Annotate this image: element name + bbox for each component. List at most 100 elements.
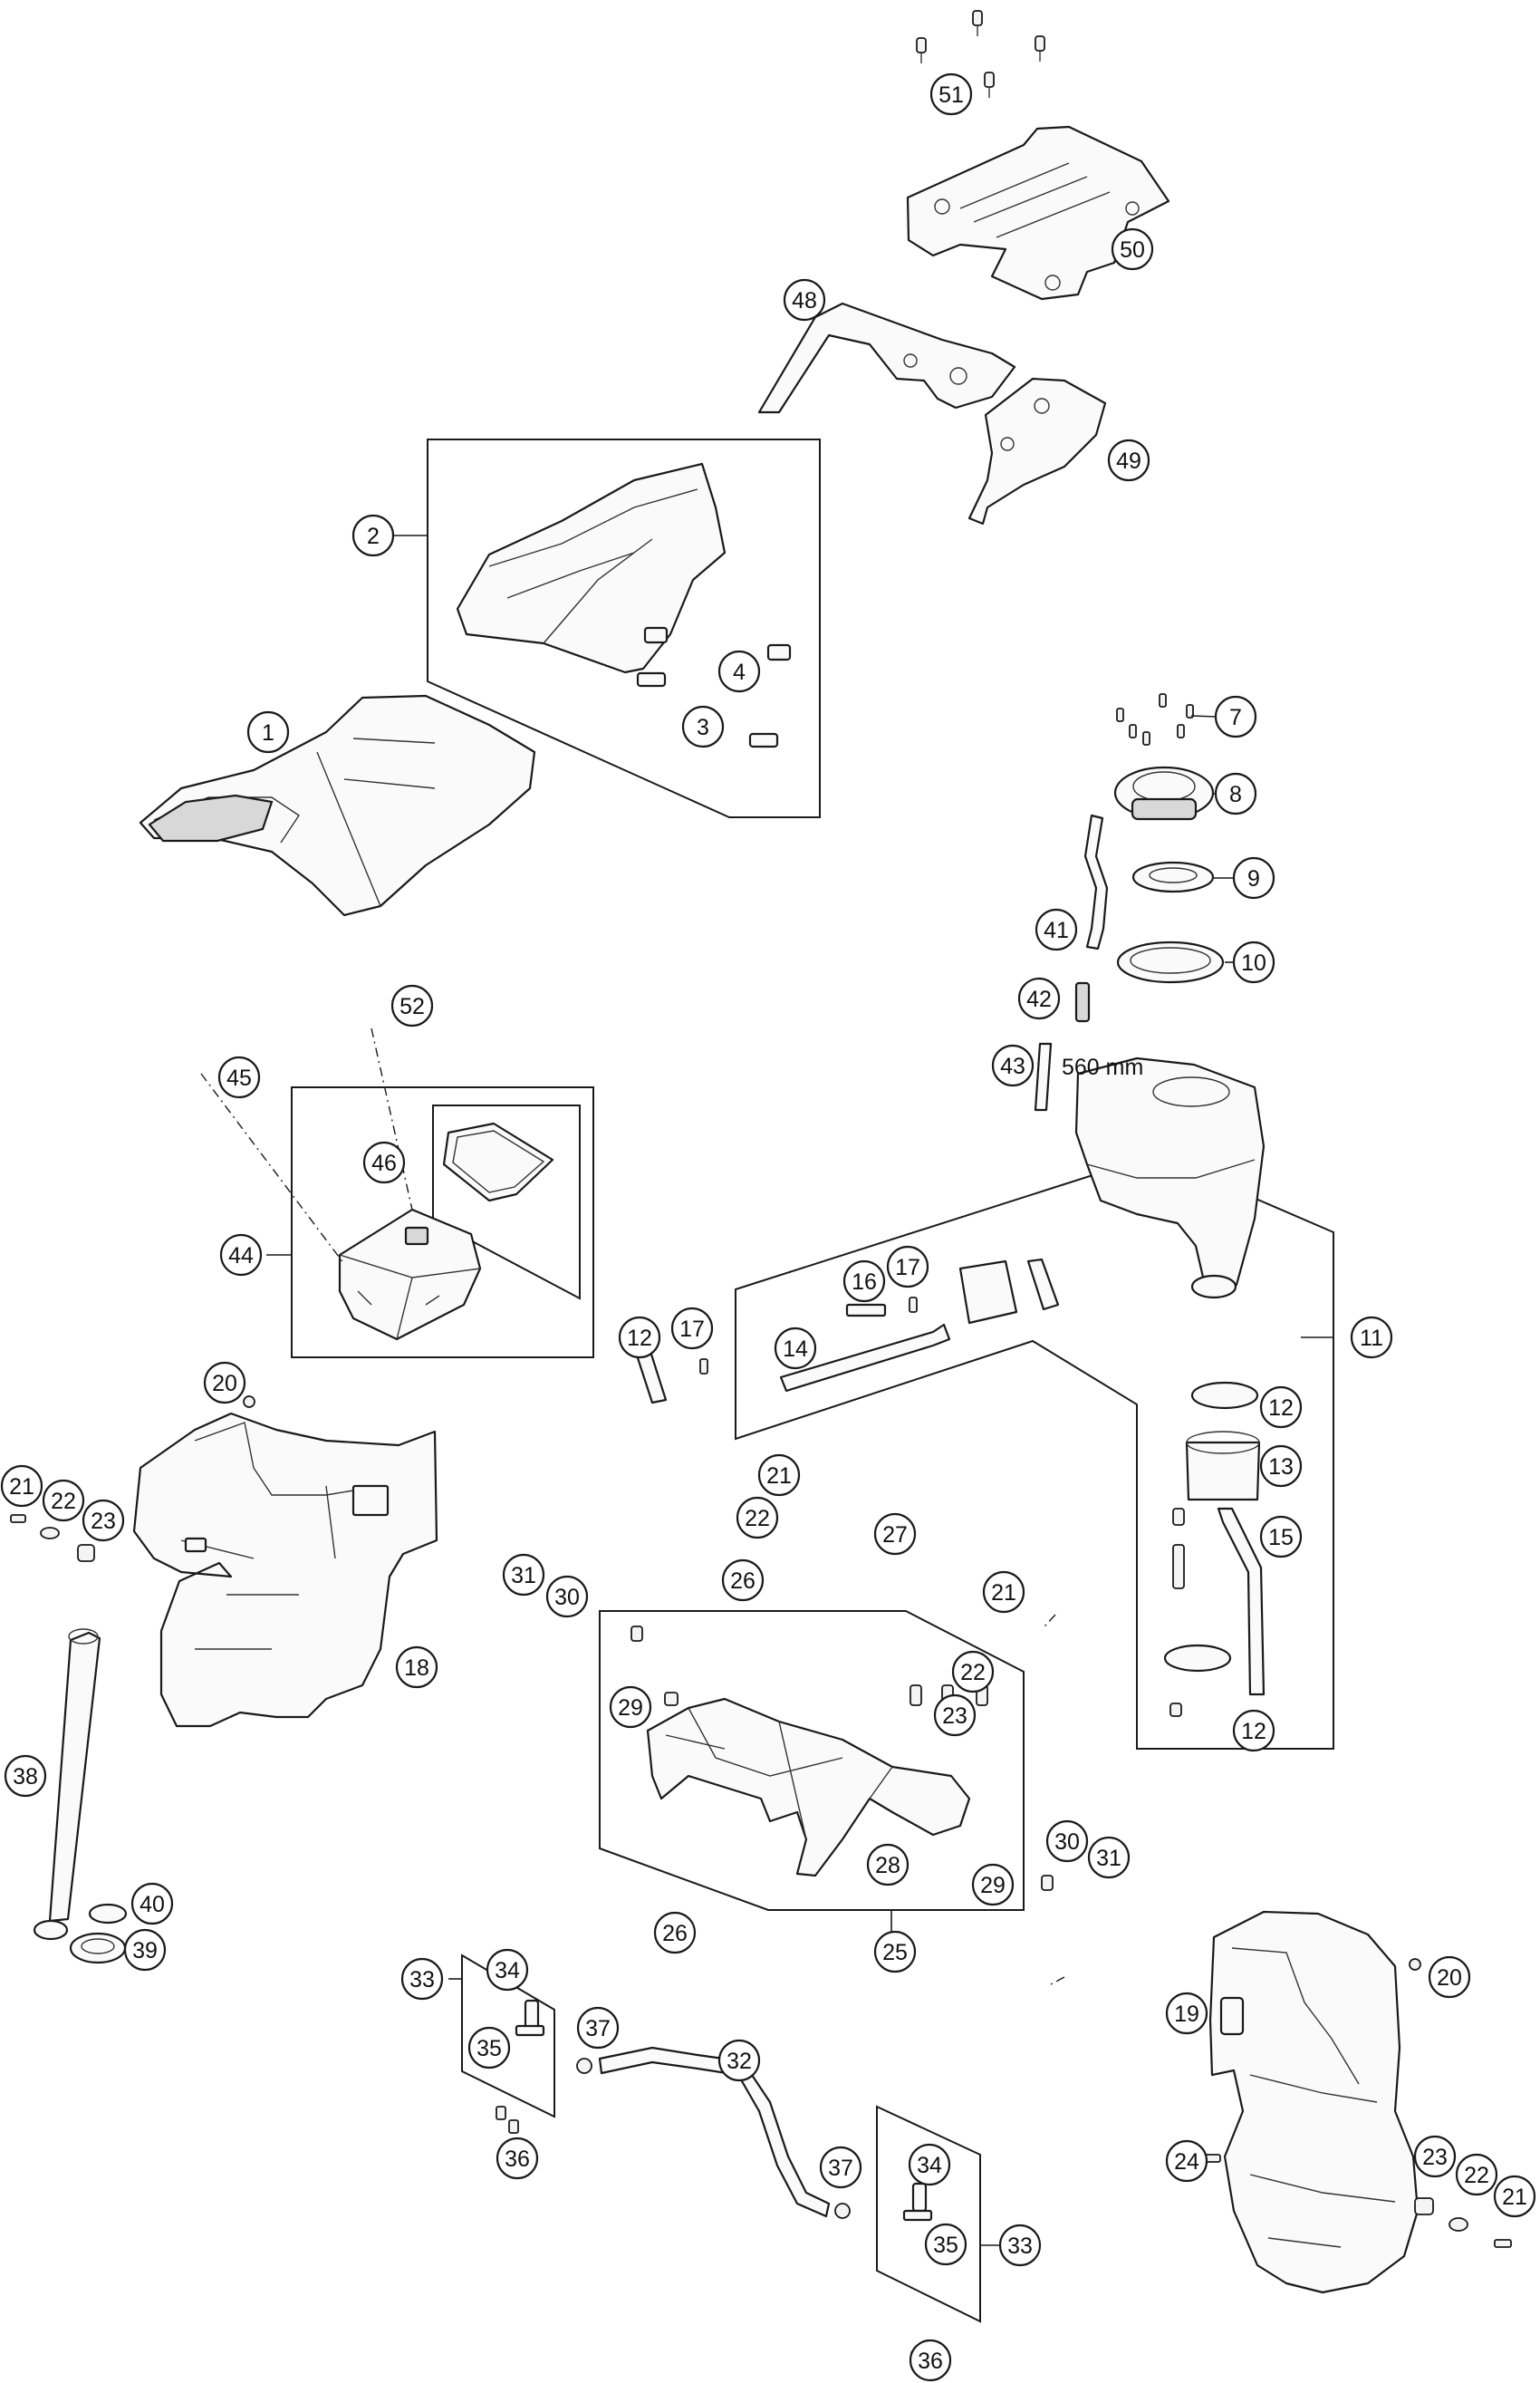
rider-seat bbox=[139, 694, 536, 917]
tank-bracket bbox=[630, 1626, 1054, 1891]
bolts-51 bbox=[916, 10, 1045, 98]
callout-26-2: 26 bbox=[653, 1911, 697, 1954]
callout-1: 1 bbox=[246, 710, 290, 754]
callout-2: 2 bbox=[351, 514, 395, 557]
svg-text:22: 22 bbox=[51, 1489, 76, 1514]
svg-text:44: 44 bbox=[228, 1243, 254, 1269]
callout-34-2: 34 bbox=[908, 2143, 951, 2186]
callout-12-3: 12 bbox=[1232, 1709, 1275, 1752]
callout-42: 42 bbox=[1017, 977, 1061, 1020]
callout-37: 37 bbox=[576, 2006, 620, 2050]
callout-22: 22 bbox=[42, 1479, 85, 1522]
svg-text:12: 12 bbox=[627, 1326, 652, 1351]
callout-22-2: 22 bbox=[736, 1496, 779, 1539]
callout-16: 16 bbox=[842, 1259, 886, 1303]
callout-17: 17 bbox=[886, 1245, 929, 1288]
callout-10: 10 bbox=[1232, 941, 1275, 984]
callout-43: 43 bbox=[991, 1044, 1035, 1087]
svg-text:2: 2 bbox=[367, 524, 380, 549]
svg-text:30: 30 bbox=[1054, 1829, 1080, 1855]
svg-text:50: 50 bbox=[1120, 237, 1145, 263]
callout-41: 41 bbox=[1035, 908, 1078, 951]
svg-text:36: 36 bbox=[505, 2147, 530, 2172]
svg-text:29: 29 bbox=[618, 1695, 643, 1721]
svg-text:42: 42 bbox=[1026, 987, 1052, 1012]
luggage-plate bbox=[906, 125, 1170, 301]
callout-22-4: 22 bbox=[1455, 2153, 1498, 2196]
rear-seat bbox=[456, 462, 727, 674]
svg-text:23: 23 bbox=[942, 1703, 967, 1729]
filler-neck-housing bbox=[1074, 1056, 1266, 1299]
callout-22-3: 22 bbox=[951, 1650, 995, 1693]
callout-44: 44 bbox=[219, 1233, 263, 1277]
svg-text:12: 12 bbox=[1268, 1395, 1294, 1421]
svg-text:26: 26 bbox=[730, 1568, 756, 1594]
svg-text:31: 31 bbox=[511, 1563, 536, 1588]
svg-text:51: 51 bbox=[938, 82, 964, 108]
seat-clips bbox=[636, 626, 792, 748]
svg-text:35: 35 bbox=[476, 2036, 502, 2061]
hose-parts bbox=[625, 1258, 1266, 1717]
callout-24: 24 bbox=[1165, 2139, 1208, 2183]
callout-35-2: 35 bbox=[924, 2223, 967, 2266]
svg-text:49: 49 bbox=[1116, 449, 1141, 474]
canister-lid bbox=[442, 1122, 554, 1202]
svg-text:8: 8 bbox=[1229, 782, 1242, 807]
svg-text:10: 10 bbox=[1241, 950, 1266, 976]
callout-29: 29 bbox=[609, 1685, 652, 1729]
valve-plate-left bbox=[461, 1954, 555, 2118]
callout-21-2: 21 bbox=[757, 1453, 801, 1497]
svg-text:43: 43 bbox=[1000, 1054, 1025, 1079]
svg-text:25: 25 bbox=[882, 1940, 908, 1965]
callout-40: 40 bbox=[130, 1882, 174, 1925]
svg-text:23: 23 bbox=[1422, 2145, 1448, 2170]
svg-text:21: 21 bbox=[9, 1474, 34, 1500]
callout-48: 48 bbox=[783, 278, 826, 322]
svg-text:34: 34 bbox=[917, 2153, 942, 2178]
callout-11: 11 bbox=[1350, 1316, 1393, 1359]
filler-cap-assembly bbox=[1113, 693, 1225, 984]
svg-text:38: 38 bbox=[13, 1764, 38, 1790]
callout-33: 33 bbox=[400, 1957, 444, 2001]
svg-text:16: 16 bbox=[852, 1269, 877, 1295]
svg-text:20: 20 bbox=[212, 1371, 237, 1396]
svg-text:48: 48 bbox=[792, 288, 817, 314]
canister-lid-frame bbox=[432, 1105, 581, 1300]
callout-29-2: 29 bbox=[971, 1863, 1015, 1906]
callout-15: 15 bbox=[1259, 1515, 1303, 1558]
callout-36: 36 bbox=[496, 2137, 539, 2180]
callout-21-3: 21 bbox=[982, 1570, 1025, 1614]
callout-13: 13 bbox=[1259, 1444, 1303, 1488]
svg-text:22: 22 bbox=[960, 1660, 986, 1685]
svg-text:33: 33 bbox=[409, 1967, 435, 1992]
callout-4: 4 bbox=[717, 650, 761, 693]
svg-text:9: 9 bbox=[1247, 866, 1260, 892]
svg-text:23: 23 bbox=[91, 1509, 116, 1534]
callout-7: 7 bbox=[1214, 695, 1257, 738]
svg-text:22: 22 bbox=[745, 1506, 770, 1531]
callout-31: 31 bbox=[502, 1553, 545, 1597]
grab-handles bbox=[757, 302, 1107, 526]
callout-19: 19 bbox=[1165, 1992, 1208, 2035]
callout-9: 9 bbox=[1232, 856, 1275, 900]
svg-text:26: 26 bbox=[662, 1921, 688, 1946]
svg-text:19: 19 bbox=[1174, 2002, 1199, 2027]
svg-text:36: 36 bbox=[918, 2349, 943, 2374]
svg-text:34: 34 bbox=[495, 1958, 520, 1983]
svg-text:11: 11 bbox=[1360, 1326, 1383, 1351]
svg-text:35: 35 bbox=[933, 2233, 958, 2258]
svg-text:1: 1 bbox=[262, 720, 274, 746]
svg-text:33: 33 bbox=[1007, 2233, 1033, 2259]
svg-text:14: 14 bbox=[783, 1336, 808, 1362]
callout-18: 18 bbox=[395, 1645, 438, 1689]
svg-text:7: 7 bbox=[1229, 705, 1242, 730]
svg-text:3: 3 bbox=[697, 715, 709, 740]
svg-text:17: 17 bbox=[895, 1255, 920, 1280]
svg-text:45: 45 bbox=[226, 1066, 252, 1091]
svg-text:37: 37 bbox=[828, 2156, 853, 2181]
svg-text:28: 28 bbox=[875, 1853, 900, 1878]
callout-51: 51 bbox=[929, 72, 973, 116]
callout-36-2: 36 bbox=[909, 2339, 952, 2382]
callout-52: 52 bbox=[390, 984, 434, 1027]
